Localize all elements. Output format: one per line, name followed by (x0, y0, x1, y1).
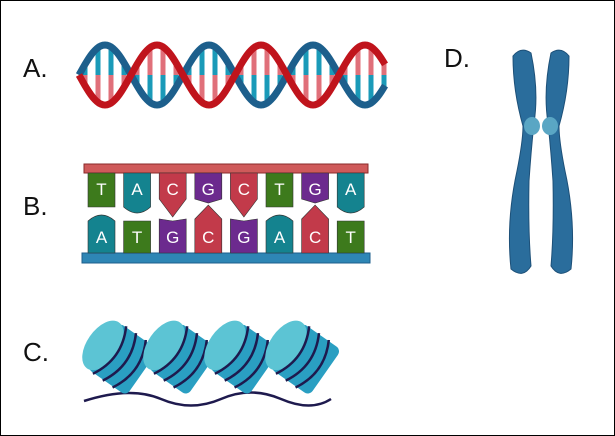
centromere (542, 117, 558, 135)
dna-wrap (275, 326, 311, 375)
base-G (158, 218, 187, 254)
base-pair-ladder: T A A T C G G C C G T A G C A T (81, 163, 371, 264)
nucleosome (204, 320, 279, 394)
centromere (524, 117, 540, 135)
base-G (230, 218, 258, 254)
base-letter: A (345, 180, 357, 199)
label-c: C. (23, 337, 49, 367)
dna-linker (83, 391, 332, 407)
dna-wrap (112, 339, 148, 389)
base-letter: A (131, 180, 143, 199)
base-letter: T (96, 180, 106, 199)
base-T (265, 172, 294, 208)
dna-wrap (92, 326, 128, 375)
base-T (87, 172, 116, 208)
dna-wrap (153, 326, 189, 375)
label-a: A. (23, 53, 48, 83)
base-C (194, 204, 223, 254)
dna-wrap (285, 332, 321, 382)
dna-double-helix (75, 41, 388, 109)
dna-wrap (214, 326, 250, 375)
label-b: B. (23, 191, 48, 221)
base-A (336, 172, 365, 214)
chromosome (508, 49, 574, 274)
top-backbone (83, 163, 369, 174)
base-letter: A (274, 228, 286, 247)
dna-wrap (234, 339, 270, 389)
base-C (301, 204, 329, 254)
base-C (230, 172, 258, 218)
base-letter: G (166, 228, 179, 247)
dna-wrap (173, 339, 209, 389)
base-T (123, 220, 151, 254)
dna-wrap (224, 332, 260, 382)
dna-wrap (295, 339, 331, 389)
base-A (123, 172, 151, 214)
chromatid-left (508, 49, 537, 274)
base-letter: G (237, 228, 250, 247)
helix-strand-red (75, 41, 388, 109)
dna-wrap (163, 332, 199, 382)
nucleosome (82, 320, 157, 394)
base-letter: A (96, 228, 108, 247)
base-T (336, 220, 365, 254)
base-C (158, 172, 187, 218)
bottom-backbone (81, 252, 371, 264)
base-letter: C (202, 228, 214, 247)
chromatid-right (545, 49, 574, 274)
label-d: D. (444, 43, 470, 73)
base-letter: T (274, 180, 284, 199)
base-letter: C (167, 180, 179, 199)
base-letter: C (309, 228, 321, 247)
base-letter: G (202, 180, 215, 199)
base-G (194, 172, 223, 204)
base-letter: T (132, 228, 142, 247)
base-letter: G (308, 180, 321, 199)
nucleosome (265, 320, 340, 394)
base-G (301, 172, 329, 204)
base-letter: T (346, 228, 356, 247)
base-A (265, 214, 294, 254)
base-letter: C (238, 180, 250, 199)
nucleosomes (82, 320, 340, 407)
base-A (87, 214, 116, 254)
nucleosome (143, 320, 218, 394)
dna-wrap (102, 332, 138, 382)
